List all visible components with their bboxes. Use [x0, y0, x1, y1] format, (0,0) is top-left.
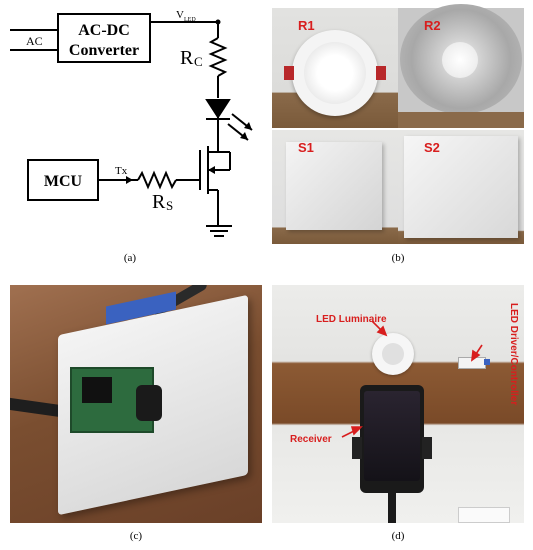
photo-r2	[398, 4, 524, 128]
photo-r1	[272, 8, 398, 128]
photo-s2	[398, 130, 524, 244]
label-led-luminaire: LED Luminaire	[316, 314, 387, 325]
photo-s1	[272, 130, 398, 244]
photo-led-driver	[10, 285, 262, 523]
caption-a: (a)	[123, 252, 137, 264]
converter-label-line2: Converter	[69, 42, 139, 59]
photo-setup	[272, 285, 524, 523]
converter-label-line1: AC-DC	[78, 22, 130, 39]
label-s2: S2	[424, 140, 440, 155]
rs-subscript: S	[166, 198, 173, 213]
circuit-diagram: AC AC-DC Converter V LED R C MCU Tx R S	[10, 9, 253, 237]
ac-label: AC	[26, 34, 43, 48]
mcu-label: MCU	[44, 173, 83, 190]
caption-d: (d)	[391, 530, 405, 542]
label-s1: S1	[298, 140, 314, 155]
rc-label: R	[180, 47, 194, 69]
caption-c: (c)	[129, 530, 143, 542]
tx-label: Tx	[115, 165, 128, 177]
vled-label: V	[176, 9, 184, 21]
label-r1: R1	[298, 18, 315, 33]
vled-subscript: LED	[184, 17, 196, 23]
label-receiver: Receiver	[290, 434, 332, 445]
label-r2: R2	[424, 18, 441, 33]
caption-b: (b)	[391, 252, 405, 264]
rs-label: R	[152, 191, 166, 213]
rc-subscript: C	[194, 54, 203, 69]
annotation-arrows	[341, 320, 483, 438]
